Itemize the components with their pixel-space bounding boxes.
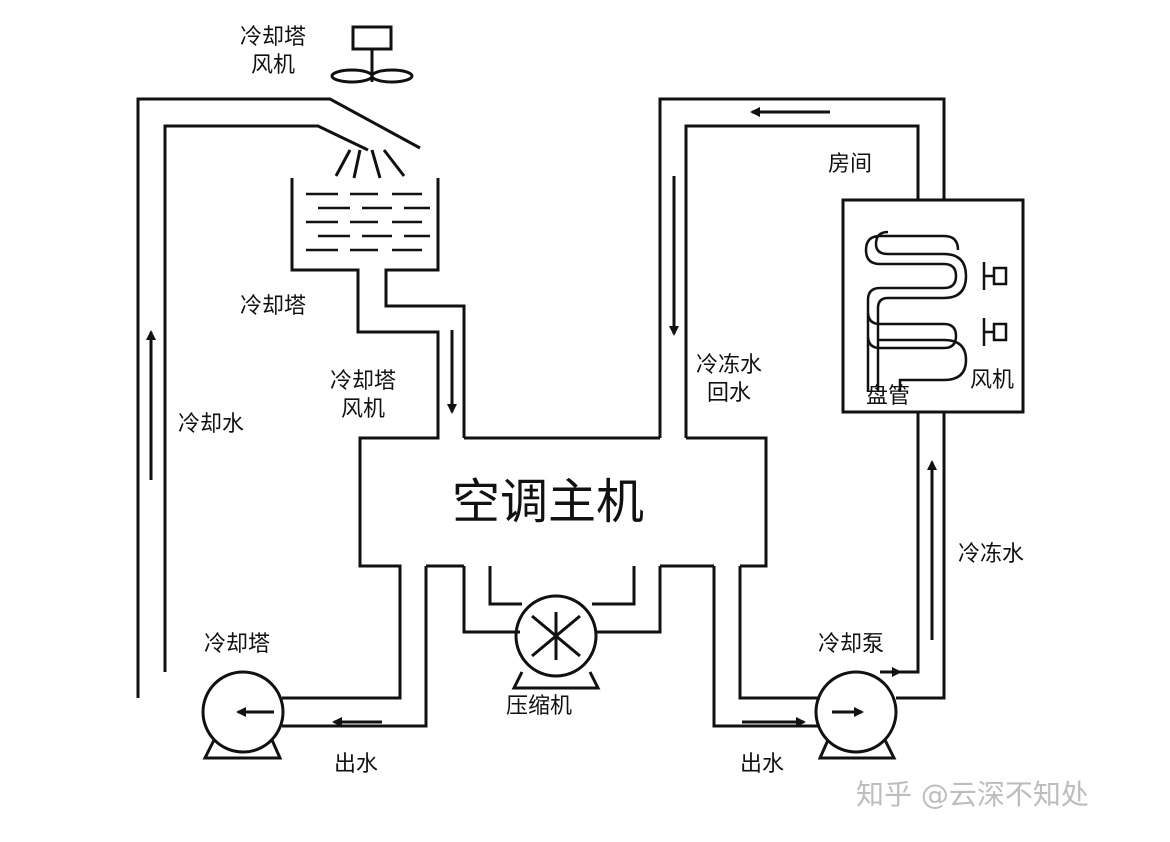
chilled-water-outer-pipe bbox=[658, 97, 946, 438]
chilled-supply-inner-pipe bbox=[896, 412, 920, 674]
label-chilled-water: 冷冻水 bbox=[958, 542, 1025, 567]
label-top-fan-line1: 冷却塔 bbox=[240, 25, 307, 50]
right-outlet-inner-pipe bbox=[712, 566, 820, 728]
label-mid-fan: 冷却塔 风机 bbox=[330, 368, 396, 424]
right-pump-icon bbox=[814, 670, 898, 760]
fan-small-icon-1 bbox=[982, 262, 1008, 290]
spray-lines bbox=[334, 149, 406, 179]
main-unit-box bbox=[426, 436, 768, 568]
compressor-icon bbox=[511, 594, 601, 690]
label-right-pump: 冷却泵 bbox=[818, 632, 885, 657]
label-top-fan-line2: 风机 bbox=[251, 53, 296, 78]
label-left-pump: 冷却塔 bbox=[204, 632, 271, 657]
label-cooling-water: 冷却水 bbox=[178, 412, 245, 437]
label-mid-fan-line2: 风机 bbox=[341, 397, 386, 422]
compressor-frame bbox=[462, 566, 662, 634]
coil-serpentine-icon bbox=[864, 230, 968, 392]
fan-small-icon-2 bbox=[982, 318, 1008, 346]
label-right-out: 出水 bbox=[740, 752, 785, 777]
left-pump-icon bbox=[201, 670, 285, 760]
left-outlet-pipe bbox=[282, 566, 428, 728]
chilled-supply-pipe bbox=[896, 412, 946, 700]
label-compressor: 压缩机 bbox=[506, 694, 573, 719]
cooling-water-outer-pipe bbox=[136, 97, 421, 698]
cooling-tower-basin bbox=[282, 178, 466, 700]
label-main-unit: 空调主机 bbox=[452, 474, 645, 530]
chilled-water-inner-pipe bbox=[684, 124, 920, 438]
basin-water-lines bbox=[306, 192, 430, 252]
label-fan: 风机 bbox=[970, 368, 1015, 393]
label-chilled-return: 冷冻水 回水 bbox=[696, 352, 762, 408]
watermark: 知乎 @云深不知处 bbox=[856, 778, 1089, 811]
right-outlet-pipe bbox=[738, 566, 820, 700]
cooling-water-inner-pipe bbox=[163, 124, 369, 672]
label-coil: 盘管 bbox=[866, 384, 911, 409]
label-mid-fan-line1: 冷却塔 bbox=[330, 369, 397, 394]
tower-fan-icon bbox=[330, 25, 414, 84]
label-left-out: 出水 bbox=[334, 752, 379, 777]
label-room: 房间 bbox=[828, 152, 873, 177]
label-top-fan: 冷却塔 风机 bbox=[240, 24, 306, 80]
fan-coil-box bbox=[841, 198, 1025, 414]
label-chilled-return-line2: 回水 bbox=[707, 381, 752, 406]
label-tower: 冷却塔 bbox=[240, 294, 307, 319]
label-chilled-return-line1: 冷冻水 bbox=[696, 353, 763, 378]
